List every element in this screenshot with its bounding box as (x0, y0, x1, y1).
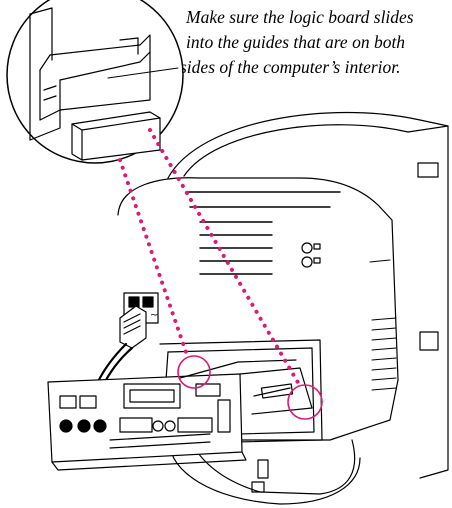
caption-line-3: sides of the computer’s interior. (180, 57, 401, 77)
svg-text:~: ~ (150, 310, 158, 321)
magnifier-callout (6, 0, 184, 164)
caption-line-1: Make sure the logic board slides (186, 7, 414, 27)
caption-line-2: into the guides that are on both (186, 32, 406, 52)
callout-dotted-lines (118, 128, 302, 388)
guide-highlight-right (287, 384, 323, 420)
logic-board (47, 359, 313, 471)
guide-highlight-left (177, 355, 211, 389)
